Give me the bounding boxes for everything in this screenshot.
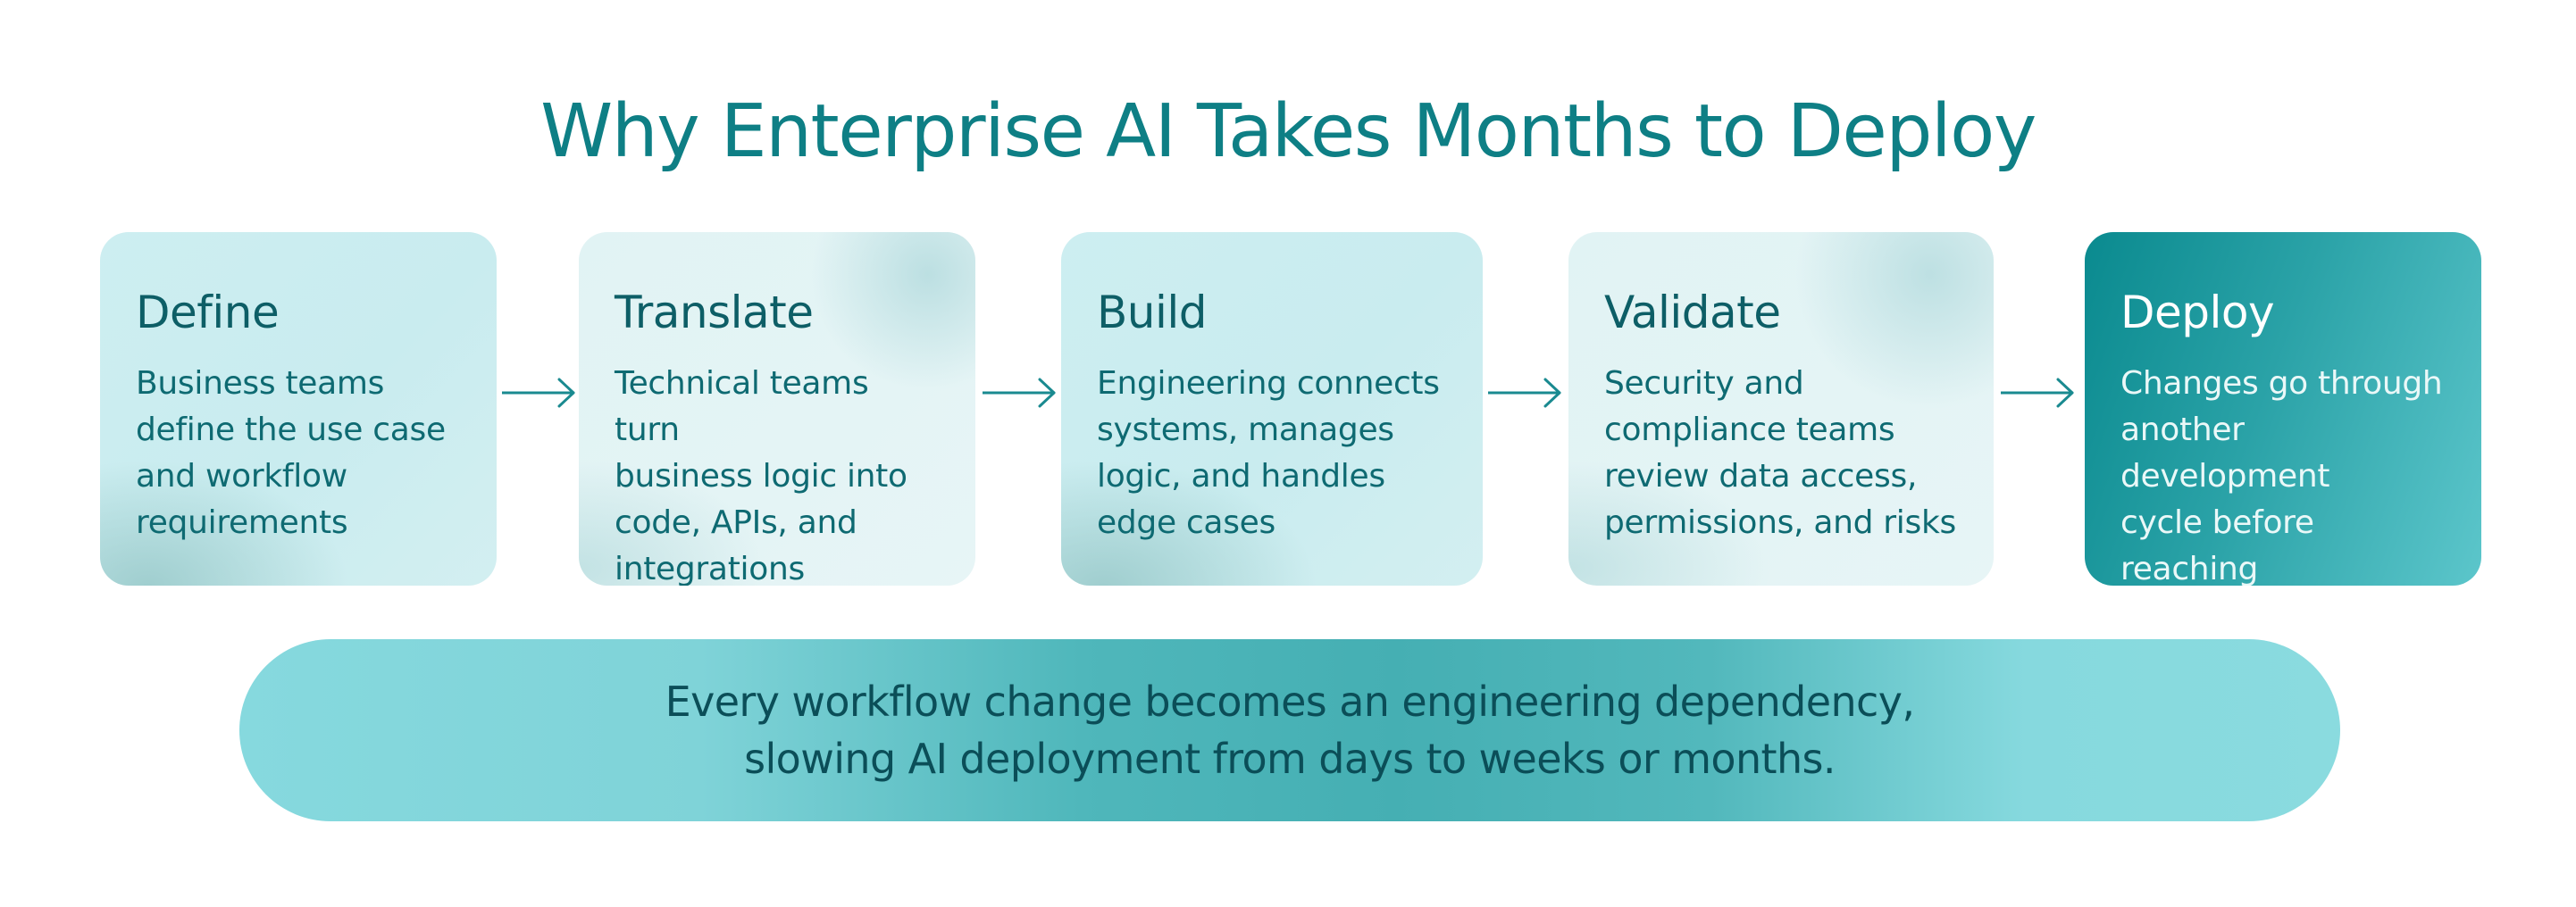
step-title: Validate: [1604, 287, 1781, 338]
description-line: and workflow: [136, 458, 347, 495]
arrow-right-icon: [502, 375, 577, 411]
step-title: Build: [1097, 287, 1208, 338]
banner-line-2: slowing AI deployment from days to weeks…: [744, 735, 1836, 783]
step-card-define: Define Business teams define the use cas…: [100, 232, 497, 586]
step-card-validate: Validate Security and compliance teams r…: [1568, 232, 1994, 586]
step-description: Security and compliance teams review dat…: [1604, 361, 1960, 546]
description-line: permissions, and risks: [1604, 504, 1956, 541]
description-line: logic, and handles: [1097, 458, 1385, 495]
arrow-right-icon: [1488, 375, 1563, 411]
diagram-title: Why Enterprise AI Takes Months to Deploy: [540, 89, 2037, 174]
step-card-build: Build Engineering connects systems, mana…: [1061, 232, 1483, 586]
description-line: edge cases: [1097, 504, 1275, 541]
description-line: requirements: [136, 504, 348, 541]
description-line: define the use case: [136, 412, 446, 448]
step-description: Business teams define the use case and w…: [136, 361, 463, 546]
description-line: Business teams: [136, 365, 385, 402]
arrow-right-icon: [983, 375, 1058, 411]
description-line: cycle before reaching: [2120, 504, 2314, 586]
arrow-right-icon: [2001, 375, 2076, 411]
step-description: Changes go through another development c…: [2120, 361, 2447, 586]
summary-banner: Every workflow change becomes an enginee…: [239, 639, 2340, 821]
step-title: Deploy: [2120, 287, 2275, 338]
step-description: Technical teams turn business logic into…: [615, 361, 941, 586]
description-line: Security and: [1604, 365, 1804, 402]
step-title: Define: [136, 287, 280, 338]
description-line: systems, manages: [1097, 412, 1394, 448]
description-line: Engineering connects: [1097, 365, 1440, 402]
description-line: business logic into: [615, 458, 907, 495]
description-line: Technical teams turn: [615, 365, 869, 448]
description-line: Changes go through: [2120, 365, 2443, 402]
description-line: integrations: [615, 551, 805, 586]
step-title: Translate: [615, 287, 814, 338]
description-line: code, APIs, and: [615, 504, 857, 541]
description-line: review data access,: [1604, 458, 1918, 495]
step-description: Engineering connects systems, manages lo…: [1097, 361, 1449, 546]
description-line: compliance teams: [1604, 412, 1895, 448]
description-line: another development: [2120, 412, 2330, 495]
step-card-deploy: Deploy Changes go through another develo…: [2085, 232, 2481, 586]
banner-line-1: Every workflow change becomes an enginee…: [665, 678, 1915, 726]
step-card-translate: Translate Technical teams turn business …: [579, 232, 975, 586]
